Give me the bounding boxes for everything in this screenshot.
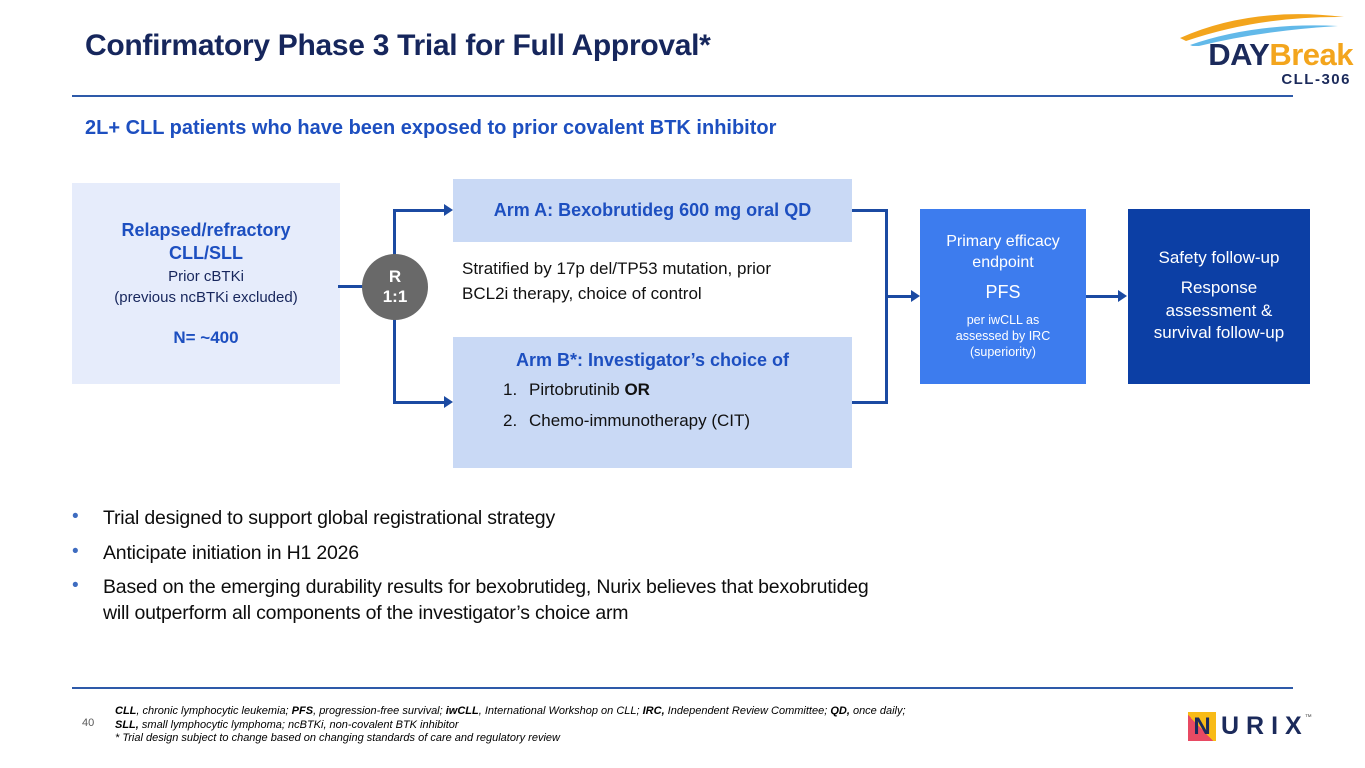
arm-a-label: Arm A: Bexobrutideg 600 mg oral QD (493, 200, 812, 220)
daybreak-wordmark: DAYBreak (1158, 39, 1353, 70)
footnote-line: SLL, small lymphocytic lymphoma; ncBTKi,… (115, 718, 459, 731)
primary-endpoint-box: Primary efficacy endpoint PFS per iwCLL … (920, 209, 1086, 384)
connector-line (338, 285, 368, 288)
arrow-icon (1118, 290, 1127, 302)
daybreak-study-id: CLL-306 (1281, 71, 1351, 88)
nurix-trademark: ™ (1304, 714, 1312, 721)
bullet-dot-icon: • (72, 540, 79, 562)
bullet-item: •Anticipate initiation in H1 2026 (72, 541, 1072, 567)
patient-box-n: N= ~400 (173, 327, 239, 347)
connector-line (852, 401, 888, 404)
footnote-line: * Trial design subject to change based o… (115, 732, 560, 745)
armb-option: 2.Chemo-immunotherapy (CIT) (503, 411, 751, 430)
patient-box-title: Relapsed/refractory CLL/SLL (121, 219, 290, 264)
connector-line (1086, 295, 1119, 298)
daybreak-day-text: DAY (1208, 37, 1270, 72)
patient-title-line1: Relapsed/refractory (121, 220, 291, 241)
endpoint-line2: PFS (985, 281, 1021, 302)
daybreak-swoosh-icon (1180, 14, 1344, 46)
connector-line (852, 209, 888, 212)
patient-title-line2: CLL/SLL (168, 242, 243, 263)
footnote-line: CLL, chronic lymphocytic leukemia; PFS, … (115, 705, 906, 717)
patient-sub-line2: (previous ncBTKi excluded) (114, 288, 298, 306)
nurix-logo-square: N (1188, 712, 1216, 741)
connector-line (885, 209, 888, 404)
page-title: Confirmatory Phase 3 Trial for Full Appr… (85, 29, 711, 62)
stratification-text: Stratified by 17p del/TP53 mutation, pri… (462, 259, 771, 303)
bullet-item: •Based on the emerging durability result… (72, 575, 1072, 626)
safety-line1: Safety follow-up (1158, 247, 1280, 267)
bullet-list: •Trial designed to support global regist… (72, 506, 1072, 636)
connector-line (885, 295, 912, 298)
patient-population-box: Relapsed/refractory CLL/SLL Prior cBTKi … (72, 183, 340, 384)
endpoint-line3: per iwCLL as assessed by IRC (superiorit… (955, 312, 1051, 360)
randomization-r: R (388, 266, 402, 286)
slide-subtitle: 2L+ CLL patients who have been exposed t… (85, 117, 777, 139)
footnotes: CLL, chronic lymphocytic leukemia; PFS, … (115, 705, 1075, 746)
nurix-logo: N URIX ™ (1188, 712, 1312, 741)
arm-a-box: Arm A: Bexobrutideg 600 mg oral QD (453, 179, 852, 242)
daybreak-logo: DAYBreak CLL-306 (1158, 12, 1353, 88)
footer-divider (72, 687, 1293, 689)
header-divider (72, 95, 1293, 97)
nurix-wordmark: URIX (1221, 712, 1309, 740)
patient-box-subtext: Prior cBTKi (previous ncBTKi excluded) (114, 267, 297, 308)
arrow-icon (444, 204, 453, 216)
endpoint-line1: Primary efficacy endpoint (946, 233, 1060, 272)
nurix-n: N (1193, 712, 1211, 740)
arrow-icon (444, 396, 453, 408)
page-number: 40 (82, 717, 95, 729)
arm-b-box: Arm B*: Investigator’s choice of 1.Pirto… (453, 337, 852, 468)
patient-sub-line1: Prior cBTKi (168, 268, 244, 286)
randomization-ratio: 1:1 (382, 287, 408, 306)
randomization-circle: R 1:1 (362, 254, 428, 320)
armb-options: 1.Pirtobrutinib OR 2.Chemo-immunotherapy … (453, 380, 852, 442)
armb-option: 1.Pirtobrutinib OR (503, 380, 650, 399)
bullet-dot-icon: • (72, 575, 79, 597)
arrow-icon (911, 290, 920, 302)
safety-followup-box: Safety follow-up Response assessment & s… (1128, 209, 1310, 384)
connector-line (393, 209, 445, 212)
bullet-dot-icon: • (72, 506, 79, 527)
connector-line (393, 401, 445, 404)
arm-b-title: Arm B*: Investigator’s choice of (515, 350, 790, 370)
safety-line2: Response assessment & survival follow-up (1153, 277, 1285, 343)
bullet-item: •Trial designed to support global regist… (72, 506, 1072, 532)
daybreak-break-text: Break (1269, 37, 1353, 72)
